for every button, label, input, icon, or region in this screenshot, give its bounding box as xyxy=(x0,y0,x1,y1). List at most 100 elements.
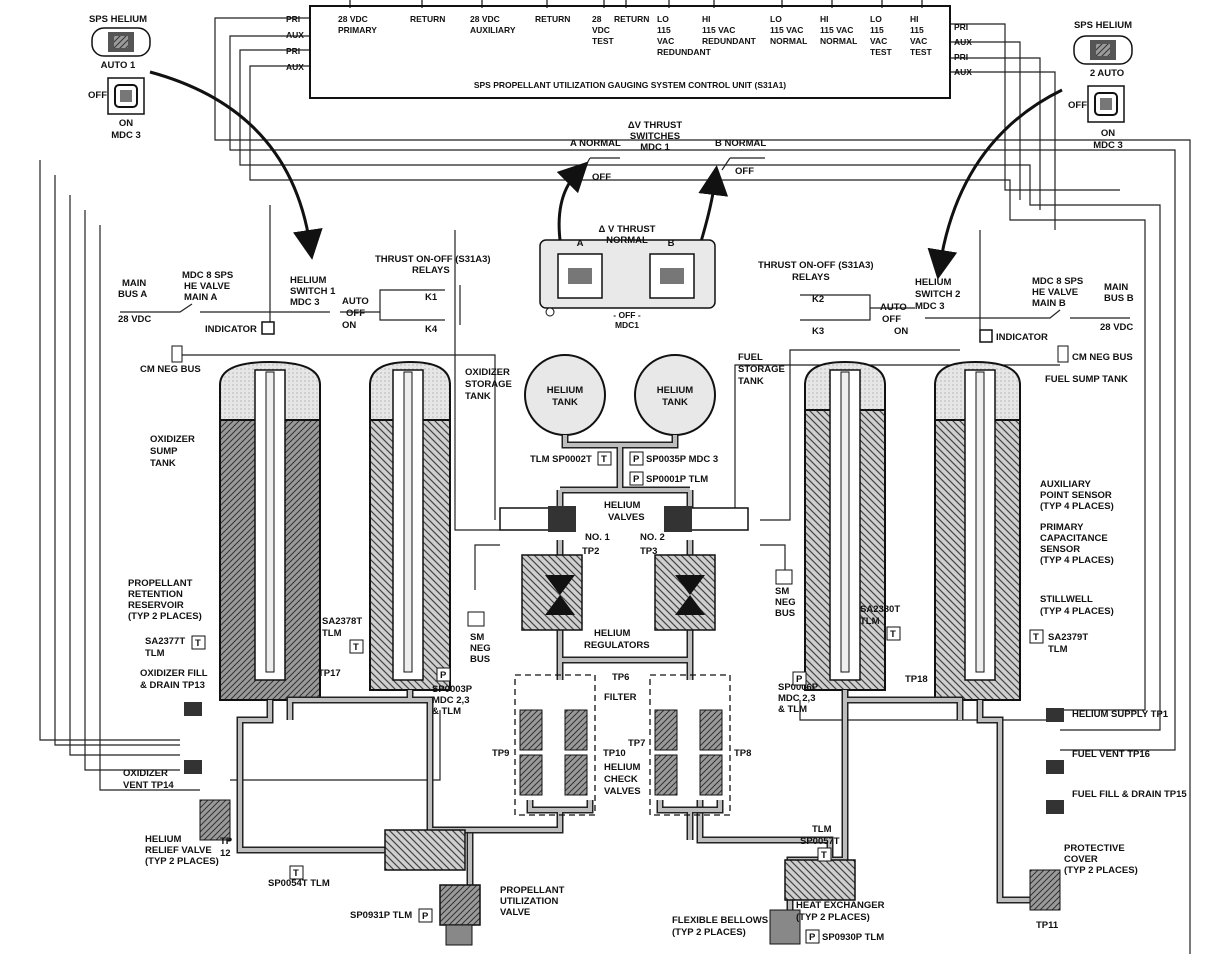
svg-text:TANK: TANK xyxy=(662,397,688,408)
right-heat-exchanger xyxy=(769,859,856,945)
svg-text:TP: TP xyxy=(220,836,233,847)
svg-text:SP0930P TLM: SP0930P TLM xyxy=(822,932,884,943)
svg-text:VENT TP14: VENT TP14 xyxy=(123,780,174,791)
svg-text:HELIUM: HELIUM xyxy=(547,385,584,396)
control-unit-title: SPS PROPELLANT UTILIZATION GAUGING SYSTE… xyxy=(474,80,786,90)
svg-text:CM NEG BUS: CM NEG BUS xyxy=(1072,352,1133,363)
svg-text:HELIUM: HELIUM xyxy=(604,500,641,511)
svg-text:K2: K2 xyxy=(812,294,824,305)
svg-text:T: T xyxy=(195,638,201,649)
control-unit-terminal-label: 115 VAC xyxy=(820,25,853,35)
svg-text:A: A xyxy=(577,238,584,249)
connectors xyxy=(184,569,1064,814)
svg-text:AUTO: AUTO xyxy=(342,296,369,307)
svg-text:FUEL SUMP TANK: FUEL SUMP TANK xyxy=(1045,374,1128,385)
svg-text:OFF: OFF xyxy=(88,90,107,101)
control-unit-port-label: AUX xyxy=(286,62,304,72)
svg-text:B: B xyxy=(668,238,675,249)
control-unit-terminal-label: TEST xyxy=(592,36,615,46)
svg-text:P: P xyxy=(809,932,816,943)
svg-text:TLM SP0002T: TLM SP0002T xyxy=(530,454,592,465)
svg-text:SP0006P: SP0006P xyxy=(778,682,819,693)
svg-text:- OFF -: - OFF - xyxy=(613,310,641,320)
svg-text:A NORMAL: A NORMAL xyxy=(570,138,621,149)
svg-text:THRUST ON-OFF (S31A3): THRUST ON-OFF (S31A3) xyxy=(375,254,491,265)
svg-text:TLM: TLM xyxy=(812,824,832,835)
control-unit-terminal-label: HI xyxy=(702,14,711,24)
svg-text:SP0054T TLM: SP0054T TLM xyxy=(268,878,330,889)
svg-text:BUS B: BUS B xyxy=(1104,293,1134,304)
svg-text:& TLM: & TLM xyxy=(778,704,807,715)
svg-text:K3: K3 xyxy=(812,326,824,337)
svg-text:VALVES: VALVES xyxy=(604,786,641,797)
sps-helium-switch-right: SPS HELIUM 2 AUTO OFF ON MDC 3 xyxy=(1068,20,1133,151)
control-unit-port-label: PRI xyxy=(954,22,968,32)
svg-text:HELIUM: HELIUM xyxy=(915,277,952,288)
svg-text:MAIN A: MAIN A xyxy=(184,292,218,303)
svg-text:OXIDIZER: OXIDIZER xyxy=(465,367,510,378)
svg-text:OFF: OFF xyxy=(882,314,901,325)
control-unit-terminal-label: REDUNDANT xyxy=(657,47,712,57)
svg-text:MDC 8 SPS: MDC 8 SPS xyxy=(182,270,233,281)
svg-text:(TYP 4 PLACES): (TYP 4 PLACES) xyxy=(1040,606,1114,617)
svg-text:Δ V THRUST: Δ V THRUST xyxy=(599,224,656,235)
svg-text:TP3: TP3 xyxy=(640,546,657,557)
svg-text:SA2380T: SA2380T xyxy=(860,604,900,615)
svg-text:MDC 2,3: MDC 2,3 xyxy=(778,693,815,704)
svg-text:RELAYS: RELAYS xyxy=(792,272,830,283)
svg-text:TLM: TLM xyxy=(860,616,880,627)
svg-text:SA2379T: SA2379T xyxy=(1048,632,1088,643)
svg-text:TLM: TLM xyxy=(1048,644,1068,655)
svg-text:HELIUM: HELIUM xyxy=(594,628,631,639)
right-circuit: THRUST ON-OFF (S31A3) RELAYS K2 K3 HELIU… xyxy=(758,260,1134,363)
svg-text:MDC 3: MDC 3 xyxy=(1093,140,1123,151)
control-unit-terminal-label: 115 VAC xyxy=(702,25,735,35)
svg-text:T: T xyxy=(1033,632,1039,643)
svg-text:FILTER: FILTER xyxy=(604,692,637,703)
control-unit-terminal-label: 28 VDC xyxy=(470,14,500,24)
control-unit-port-label: AUX xyxy=(286,30,304,40)
control-unit-terminal-label: 115 xyxy=(910,25,924,35)
svg-text:STORAGE: STORAGE xyxy=(465,379,512,390)
svg-text:MDC 8 SPS: MDC 8 SPS xyxy=(1032,276,1083,287)
svg-text:ON: ON xyxy=(1101,128,1115,139)
svg-text:NEG: NEG xyxy=(470,643,491,654)
svg-text:P: P xyxy=(633,474,640,485)
svg-text:K4: K4 xyxy=(425,324,438,335)
svg-text:CAPACITANCE: CAPACITANCE xyxy=(1040,533,1108,544)
svg-text:& DRAIN TP13: & DRAIN TP13 xyxy=(140,680,205,691)
svg-text:SP0035P MDC 3: SP0035P MDC 3 xyxy=(646,454,718,465)
svg-text:MDC 3: MDC 3 xyxy=(915,301,945,312)
svg-text:MDC 3: MDC 3 xyxy=(290,297,320,308)
svg-text:INDICATOR: INDICATOR xyxy=(996,332,1048,343)
svg-text:TP18: TP18 xyxy=(905,674,928,685)
svg-text:TP8: TP8 xyxy=(734,748,751,759)
svg-text:K1: K1 xyxy=(425,292,438,303)
svg-text:P: P xyxy=(440,670,447,681)
control-unit-terminal-label: 115 xyxy=(870,25,884,35)
helium-valves: HELIUM VALVES NO. 1 NO. 2 TP2 TP3 xyxy=(499,500,749,557)
svg-text:OFF: OFF xyxy=(592,172,611,183)
svg-text:P: P xyxy=(422,911,429,922)
control-unit-terminal-label: HI xyxy=(910,14,919,24)
svg-text:T: T xyxy=(821,850,827,861)
svg-text:HELIUM: HELIUM xyxy=(657,385,694,396)
control-unit-port-label: PRI xyxy=(286,46,300,56)
svg-text:HELIUM: HELIUM xyxy=(145,834,182,845)
svg-text:TANK: TANK xyxy=(150,458,176,469)
svg-text:28 VDC: 28 VDC xyxy=(1100,322,1133,333)
svg-text:MDC1: MDC1 xyxy=(615,320,639,330)
helium-tank-left: HELIUM TANK xyxy=(524,354,606,436)
svg-text:ON: ON xyxy=(119,118,133,129)
svg-text:AUXILIARY: AUXILIARY xyxy=(1040,479,1092,490)
svg-text:TP6: TP6 xyxy=(612,672,629,683)
svg-text:HELIUM: HELIUM xyxy=(604,762,641,773)
svg-text:PROPELLANT: PROPELLANT xyxy=(128,578,193,589)
svg-text:BUS: BUS xyxy=(470,654,490,665)
control-unit-terminal-label: NORMAL xyxy=(770,36,807,46)
svg-text:CHECK: CHECK xyxy=(604,774,638,785)
svg-text:COVER: COVER xyxy=(1064,854,1098,865)
svg-text:OFF: OFF xyxy=(735,166,754,177)
control-unit-terminal-label: 28 xyxy=(592,14,602,24)
svg-text:FLEXIBLE BELLOWS: FLEXIBLE BELLOWS xyxy=(672,915,768,926)
